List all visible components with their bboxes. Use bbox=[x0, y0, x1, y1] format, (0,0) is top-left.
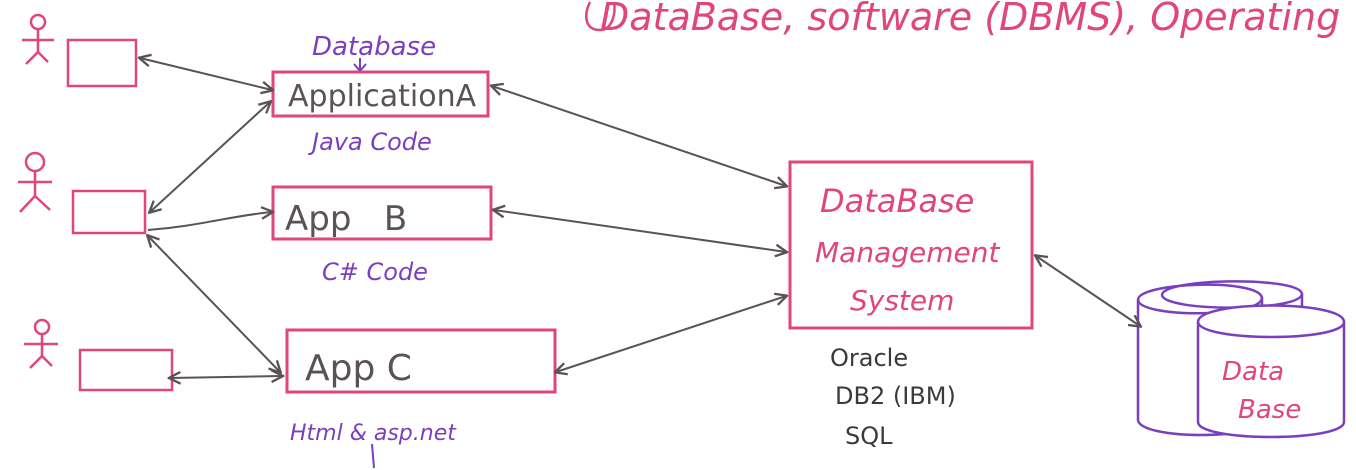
dbms-example-sql: SQL bbox=[845, 422, 893, 450]
arrow-term3-appC bbox=[170, 376, 282, 378]
header-text: DataBase, software (DBMS), Operating bbox=[600, 0, 1340, 39]
app-b-code-label: C# Code bbox=[322, 258, 428, 286]
database-line-2: Base bbox=[1238, 395, 1301, 425]
app-c-code-label: Html & asp.net bbox=[290, 421, 457, 446]
arrow-term2-appC bbox=[148, 236, 280, 372]
dbms-example-db2: DB2 (IBM) bbox=[835, 382, 956, 410]
app-a-label: ApplicationA bbox=[288, 79, 477, 114]
person-icon bbox=[24, 318, 58, 369]
database-cylinder-icon bbox=[1136, 280, 1346, 439]
arrow-appB-dbms bbox=[494, 210, 786, 252]
arrow-term2-appB bbox=[147, 212, 272, 231]
arrow-term1-appA bbox=[140, 58, 272, 90]
terminal-box-2 bbox=[71, 189, 147, 235]
arrow-appC-dbms bbox=[556, 296, 786, 372]
arrow-appA-term2 bbox=[150, 102, 270, 212]
person-icon bbox=[18, 151, 52, 213]
database-line-1: Data bbox=[1222, 357, 1284, 387]
connections bbox=[140, 58, 1140, 378]
arrow-appA-dbms bbox=[492, 86, 786, 186]
app-a-database-note: Database bbox=[312, 32, 436, 62]
app-b-label: App B bbox=[285, 199, 407, 239]
app-c-underline-tail bbox=[371, 443, 375, 469]
dbms-line-2: Management bbox=[815, 236, 1000, 269]
terminal-box-3 bbox=[78, 348, 174, 392]
terminal-box-1 bbox=[66, 38, 138, 88]
arrow-dbms-database bbox=[1036, 256, 1140, 326]
app-a-code-label: Java Code bbox=[308, 128, 432, 156]
dbms-line-3: System bbox=[850, 284, 954, 317]
person-icon bbox=[22, 13, 54, 65]
dbms-example-oracle: Oracle bbox=[830, 344, 908, 372]
dbms-box bbox=[788, 160, 1034, 330]
app-c-label: App C bbox=[305, 348, 412, 389]
header-scribble bbox=[585, 1, 616, 32]
dbms-line-1: DataBase bbox=[820, 182, 974, 220]
